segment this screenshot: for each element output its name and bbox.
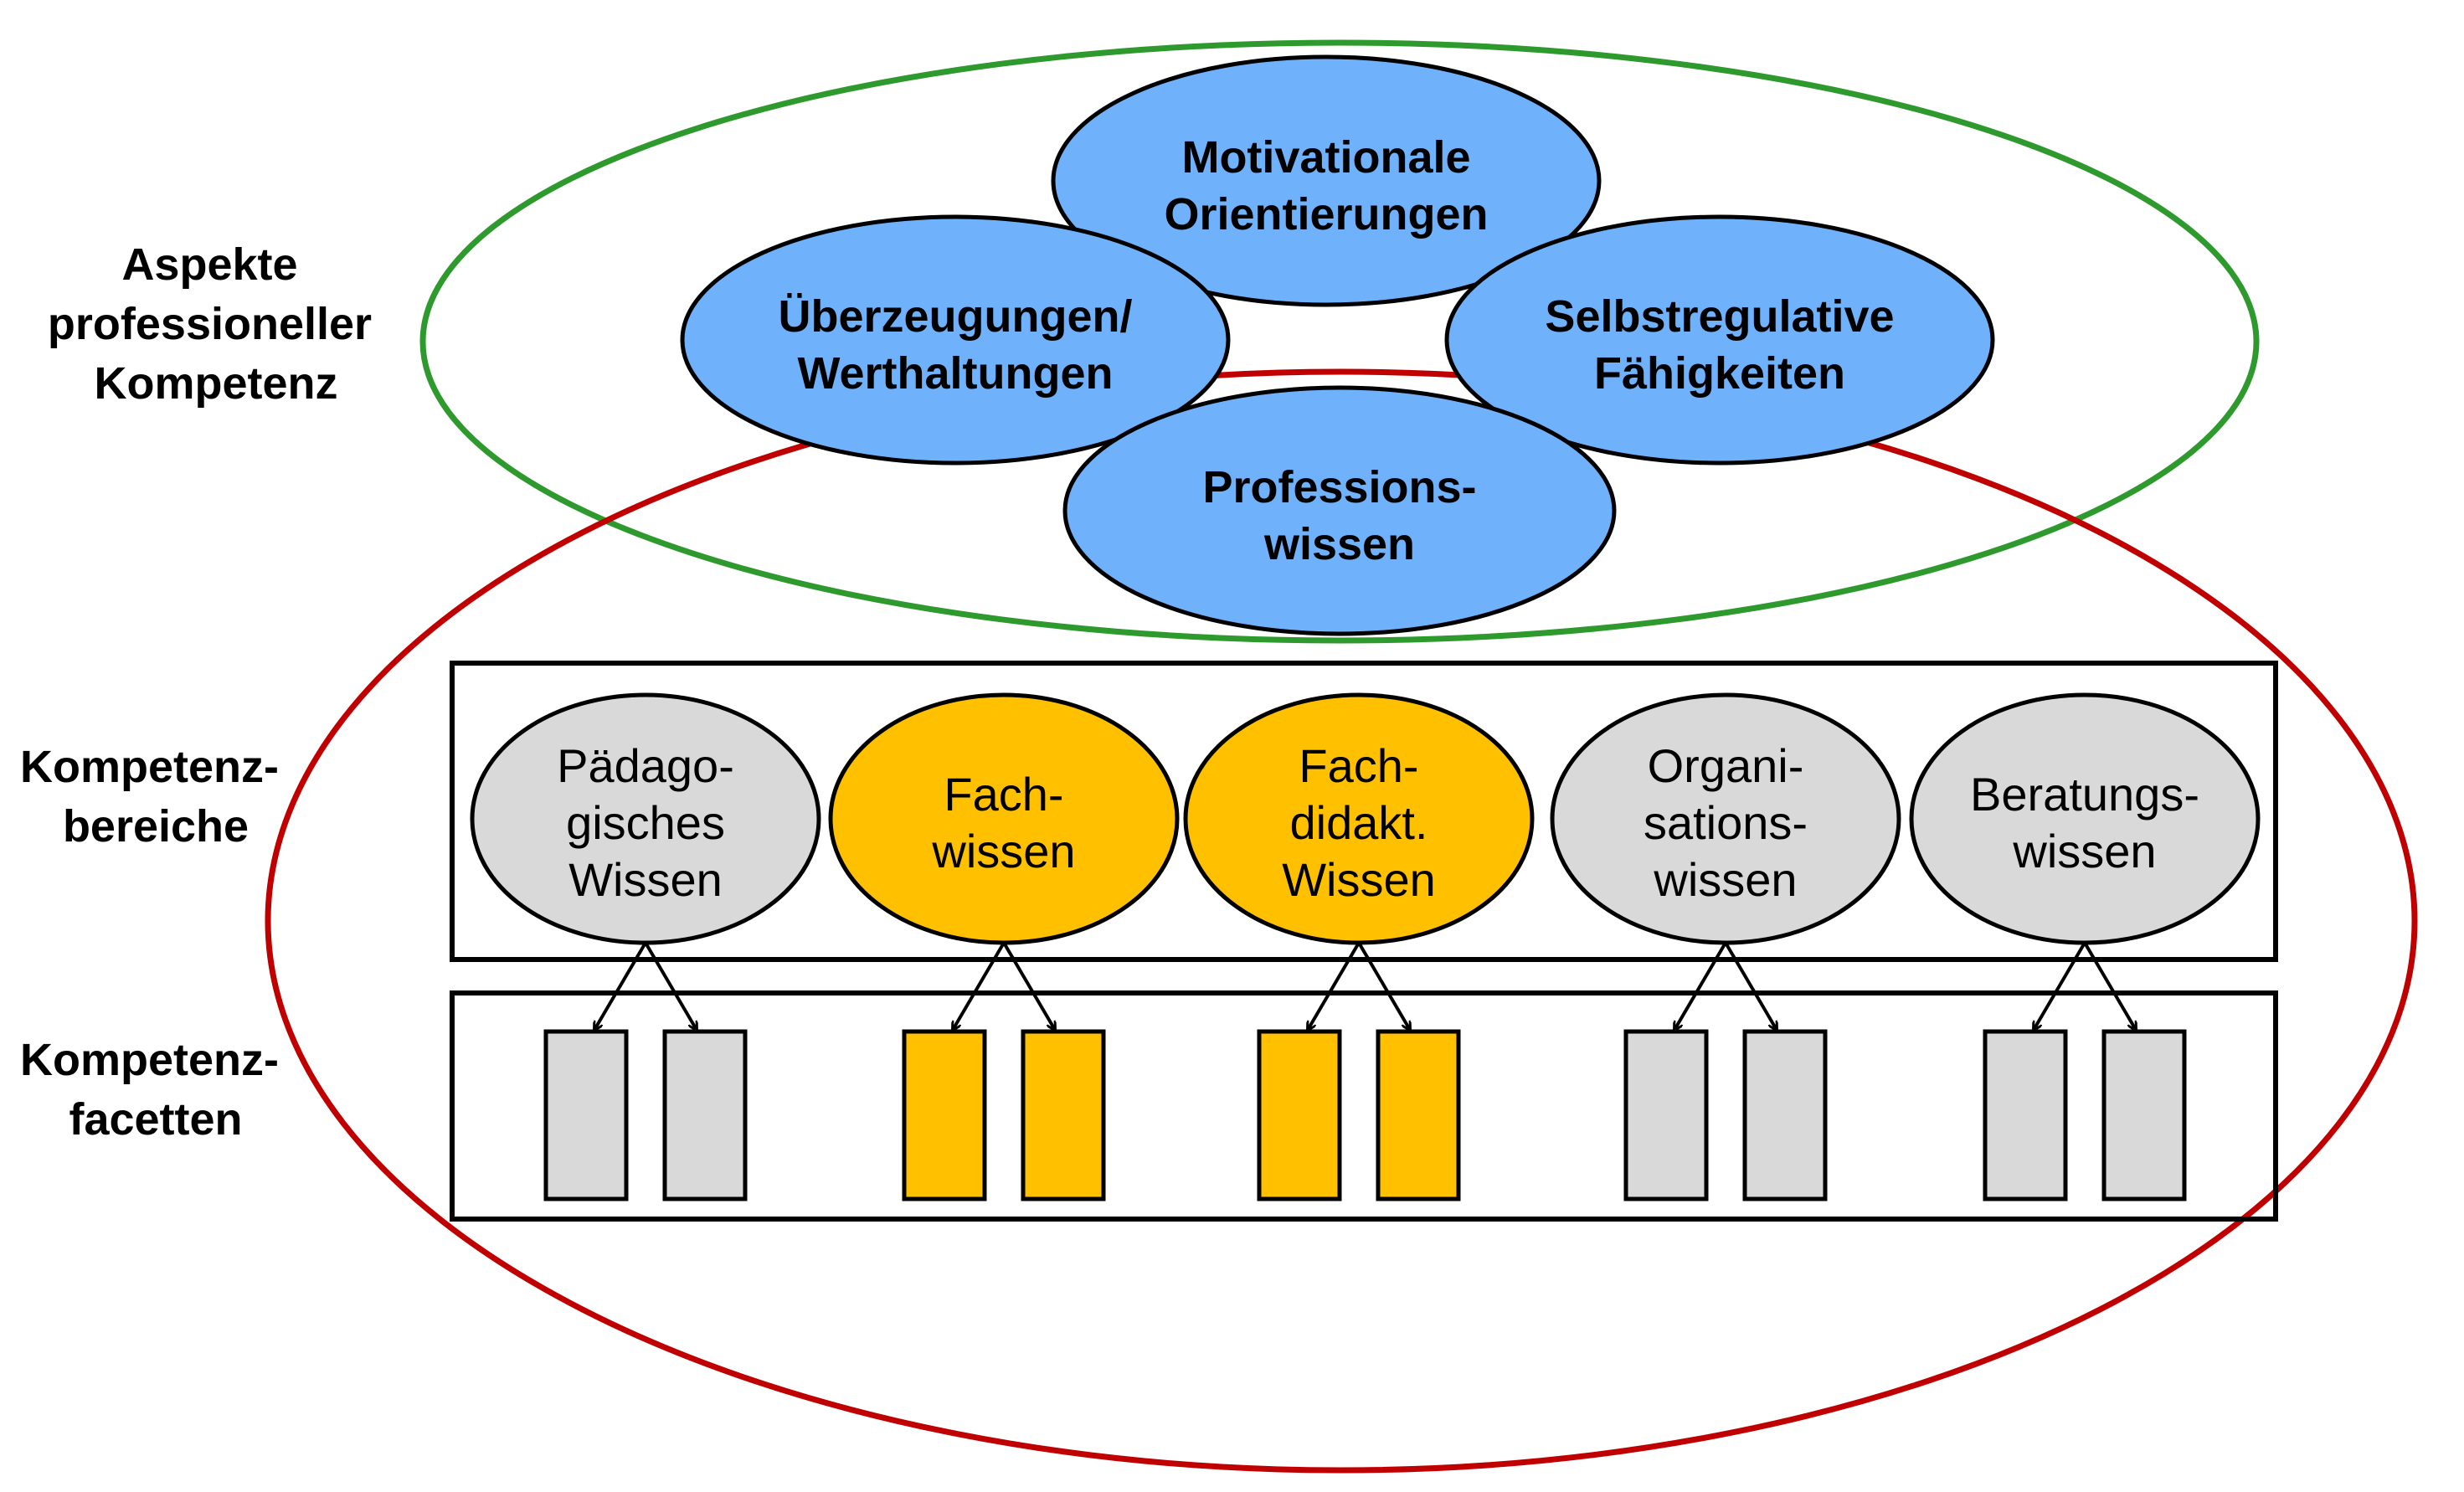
facet-arrow: [2034, 941, 2086, 1030]
competence-area-2: Fach-wissen: [828, 692, 1180, 945]
competence-area-3-label-line: Wissen: [1282, 853, 1436, 906]
facet-arrow: [2083, 941, 2136, 1030]
side-label-bereiche-line: bereiche: [63, 801, 249, 851]
competence-facet: [2101, 1029, 2187, 1201]
competence-facet: [1742, 1029, 1828, 1201]
competence-area-1-label-line: gisches: [566, 796, 725, 849]
facet-arrow: [1357, 941, 1410, 1030]
facet-arrow: [1002, 941, 1055, 1030]
side-label-bereiche-line: Kompetenz-: [20, 742, 279, 792]
aspect-ueberzeugungen-werthaltungen-shape: [680, 214, 1231, 466]
competence-area-3-label-line: didakt.: [1290, 796, 1428, 849]
competence-area-2-label: Fach-wissen: [931, 768, 1075, 877]
competence-facet: [1623, 1029, 1709, 1201]
competence-area-5-label-line: wissen: [2012, 825, 2156, 877]
competence-area-3-label-line: Fach-: [1299, 739, 1418, 792]
aspect-professionswissen: Professions-wissen: [1062, 385, 1617, 636]
competence-facet: [1376, 1029, 1461, 1201]
competence-area-1-label-line: Pädago-: [557, 739, 734, 792]
competence-facets-box: [450, 990, 2278, 1222]
facet-arrow: [594, 941, 647, 1030]
aspect-motivationale-orientierungen-shape: [1051, 54, 1602, 307]
competence-area-5: Beratungs-wissen: [1909, 692, 2261, 945]
facet-arrow: [953, 941, 1006, 1030]
side-label-aspekte-line: Aspekte: [121, 239, 297, 290]
competence-area-4-label: Organi-sations-wissen: [1644, 739, 1808, 906]
competence-facet: [1021, 1029, 1106, 1201]
aspect-motivationale-orientierungen-label-line: Orientierungen: [1164, 189, 1488, 239]
competence-facet: [662, 1029, 748, 1201]
professional-knowledge-boundary-ellipse: [265, 368, 2418, 1474]
competence-area-1-label-line: Wissen: [568, 853, 723, 906]
side-label-bereiche: Kompetenz- bereiche: [20, 742, 291, 851]
aspect-ueberzeugungen-werthaltungen-label-line: Werthaltungen: [798, 348, 1114, 399]
aspect-selbstregulative-faehigkeiten-label-line: Fähigkeiten: [1594, 348, 1845, 399]
aspect-professionswissen-label-line: Professions-: [1202, 462, 1476, 512]
competence-area-4-label-line: sations-: [1644, 796, 1808, 849]
aspect-ueberzeugungen-werthaltungen: Überzeugungen/Werthaltungen: [680, 214, 1231, 466]
aspects-boundary-ellipse: [419, 39, 2260, 644]
competence-facets-group: [543, 941, 2187, 1201]
aspect-selbstregulative-faehigkeiten-shape: [1444, 214, 1995, 466]
aspect-selbstregulative-faehigkeiten-label-line: Selbstregulative: [1545, 291, 1894, 342]
side-label-aspekte-line: professioneller: [48, 299, 372, 349]
competence-area-4: Organi-sations-wissen: [1550, 692, 1901, 945]
facet-arrow: [1724, 941, 1777, 1030]
competence-facet: [1983, 1029, 2068, 1201]
facet-arrow: [1674, 941, 1727, 1030]
facet-arrow: [644, 941, 697, 1030]
competence-area-2-label-line: Fach-: [944, 768, 1063, 821]
competence-area-2-label-line: wissen: [931, 825, 1075, 877]
competence-area-5-label: Beratungs-wissen: [1970, 768, 2199, 877]
aspect-ueberzeugungen-werthaltungen-label: Überzeugungen/Werthaltungen: [778, 291, 1132, 399]
competence-area-3-label: Fach-didakt.Wissen: [1282, 739, 1436, 906]
aspect-professionswissen-shape: [1062, 385, 1617, 636]
competence-area-3: Fach-didakt.Wissen: [1183, 692, 1535, 945]
side-label-facetten: Kompetenz- facetten: [20, 1035, 291, 1145]
competence-areas-box: [450, 661, 2278, 962]
facet-arrow: [1308, 941, 1361, 1030]
side-label-facetten-line: facetten: [69, 1094, 242, 1145]
side-label-facetten-line: Kompetenz-: [20, 1035, 279, 1085]
competence-facet: [902, 1029, 987, 1201]
side-label-aspekte-line: Kompetenz: [94, 358, 337, 409]
competence-facet: [543, 1029, 629, 1201]
competence-area-5-label-line: Beratungs-: [1970, 768, 2199, 821]
aspect-professionswissen-label-line: wissen: [1263, 519, 1415, 569]
aspect-ueberzeugungen-werthaltungen-label-line: Überzeugungen/: [778, 291, 1132, 342]
aspect-professionswissen-label: Professions-wissen: [1202, 462, 1476, 569]
competence-area-4-label-line: Organi-: [1648, 739, 1804, 792]
competence-facet: [1257, 1029, 1342, 1201]
competence-area-4-label-line: wissen: [1653, 853, 1797, 906]
side-label-aspekte: Aspekte professioneller Kompetenz: [48, 239, 384, 409]
aspect-motivationale-orientierungen-label-line: Motivationale: [1181, 132, 1470, 183]
